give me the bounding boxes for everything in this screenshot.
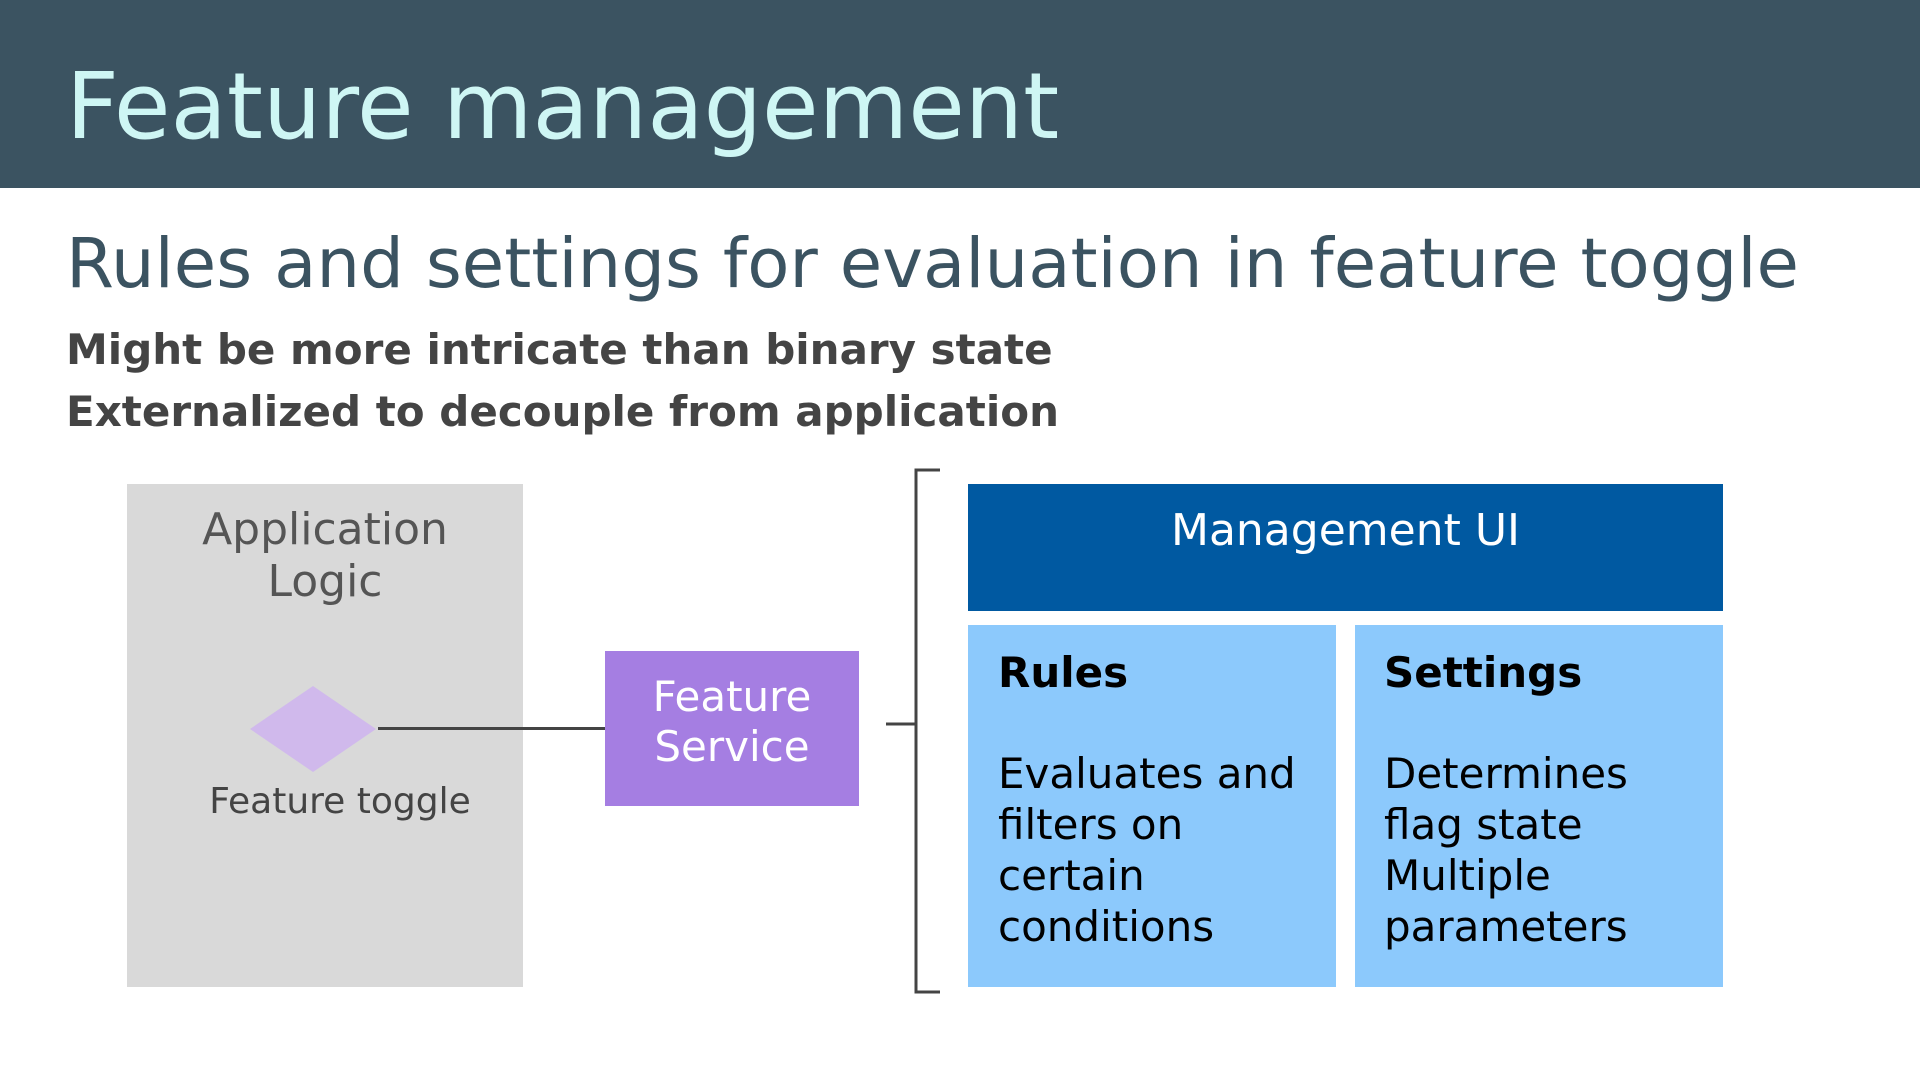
management-ui-label: Management UI — [1170, 505, 1520, 556]
feature-service-box — [605, 651, 859, 806]
rules-heading: Rules — [998, 648, 1129, 697]
feature-toggle-diamond — [250, 686, 376, 772]
bullet-externalized: Externalized to decouple from applicatio… — [66, 387, 1059, 436]
grouping-brace — [886, 468, 940, 994]
application-logic-label: Application Logic — [202, 504, 448, 607]
feature-toggle-label: Feature toggle — [209, 781, 471, 822]
slide-title: Feature management — [66, 53, 1060, 160]
rules-description: Evaluates and filters on certain conditi… — [998, 749, 1296, 951]
slide-subtitle: Rules and settings for evaluation in fea… — [66, 224, 1799, 304]
settings-heading: Settings — [1384, 648, 1583, 697]
title-bar — [0, 0, 1920, 188]
settings-description: Determines flag state Multiple parameter… — [1384, 749, 1628, 951]
rules-panel — [968, 625, 1336, 987]
toggle-to-service-connector — [378, 727, 606, 730]
management-ui-box — [968, 484, 1723, 611]
feature-service-label: Feature Service — [652, 672, 812, 771]
settings-panel — [1355, 625, 1723, 987]
bullet-intricate-state: Might be more intricate than binary stat… — [66, 325, 1053, 374]
